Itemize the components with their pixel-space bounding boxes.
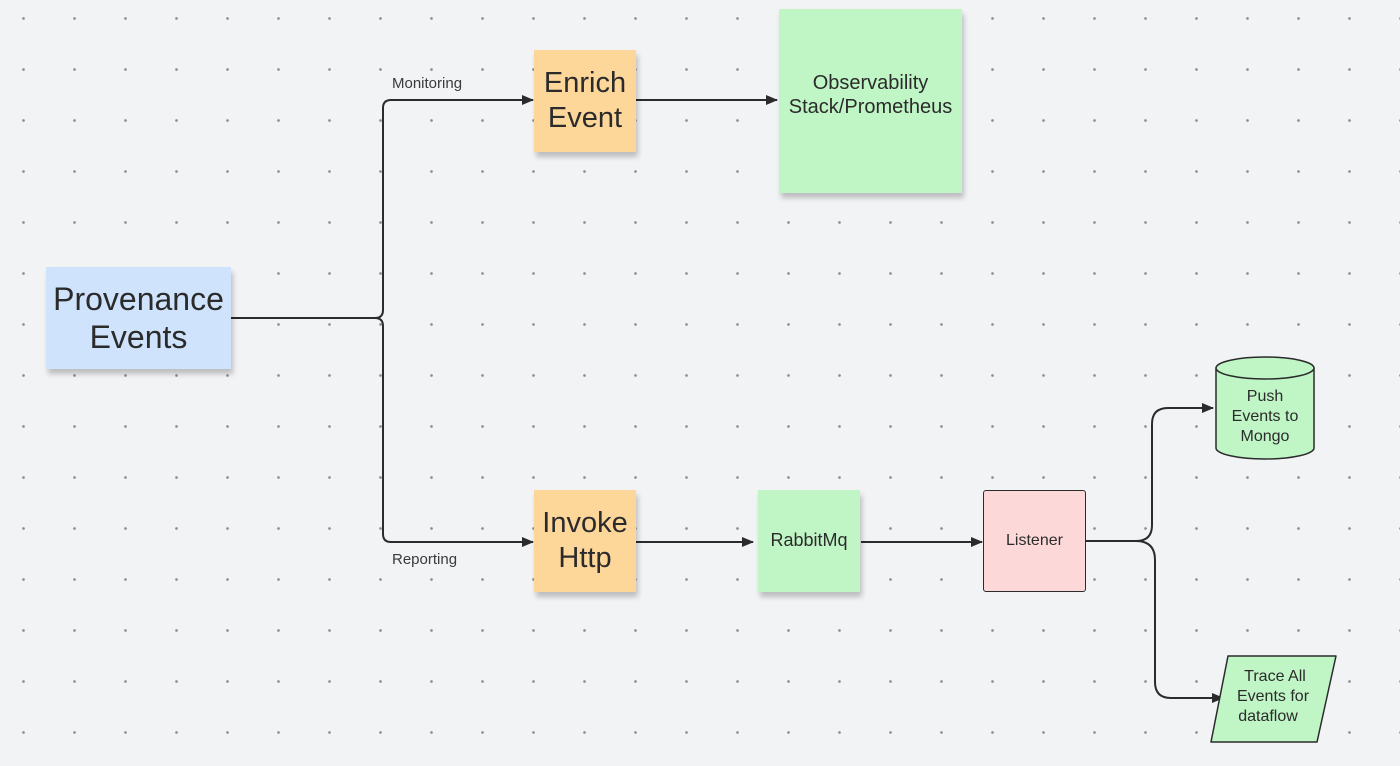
mongo-label-line3: Mongo: [1241, 428, 1290, 445]
edge-listener-mongo: [1086, 403, 1214, 542]
enrich-event-node[interactable]: Enrich Event: [534, 50, 636, 152]
listener-node[interactable]: Listener: [983, 490, 1086, 592]
mongo-cylinder[interactable]: Push Events to Mongo: [1215, 356, 1315, 460]
edge-reporting: [374, 317, 534, 547]
listener-label: Listener: [1006, 532, 1063, 550]
trace-label-line2: Events for: [1237, 688, 1310, 705]
provenance-events-node[interactable]: Provenance Events: [46, 267, 231, 369]
provenance-events-label: Provenance Events: [53, 280, 224, 355]
trace-parallelogram[interactable]: Trace All Events for dataflow: [1210, 655, 1337, 743]
enrich-event-label: Enrich Event: [543, 67, 627, 134]
invoke-http-label: Invoke Http: [542, 507, 628, 574]
mongo-label-line1: Push: [1247, 388, 1283, 405]
mongo-label-line2: Events to: [1232, 408, 1299, 425]
trace-label-line1: Trace All: [1244, 668, 1306, 685]
edge-monitoring: [231, 95, 534, 319]
rabbitmq-node[interactable]: RabbitMq: [758, 490, 860, 592]
edge-label-reporting: Reporting: [392, 551, 458, 568]
edge-label-monitoring: Monitoring: [392, 75, 463, 92]
invoke-http-node[interactable]: Invoke Http: [534, 490, 636, 592]
observability-node[interactable]: Observability Stack/Prometheus: [779, 9, 962, 193]
rabbitmq-label: RabbitMq: [770, 530, 848, 551]
observability-label: Observability Stack/Prometheus: [788, 72, 953, 118]
edge-listener-trace: [1135, 540, 1224, 703]
trace-label-line3: dataflow: [1238, 708, 1298, 725]
